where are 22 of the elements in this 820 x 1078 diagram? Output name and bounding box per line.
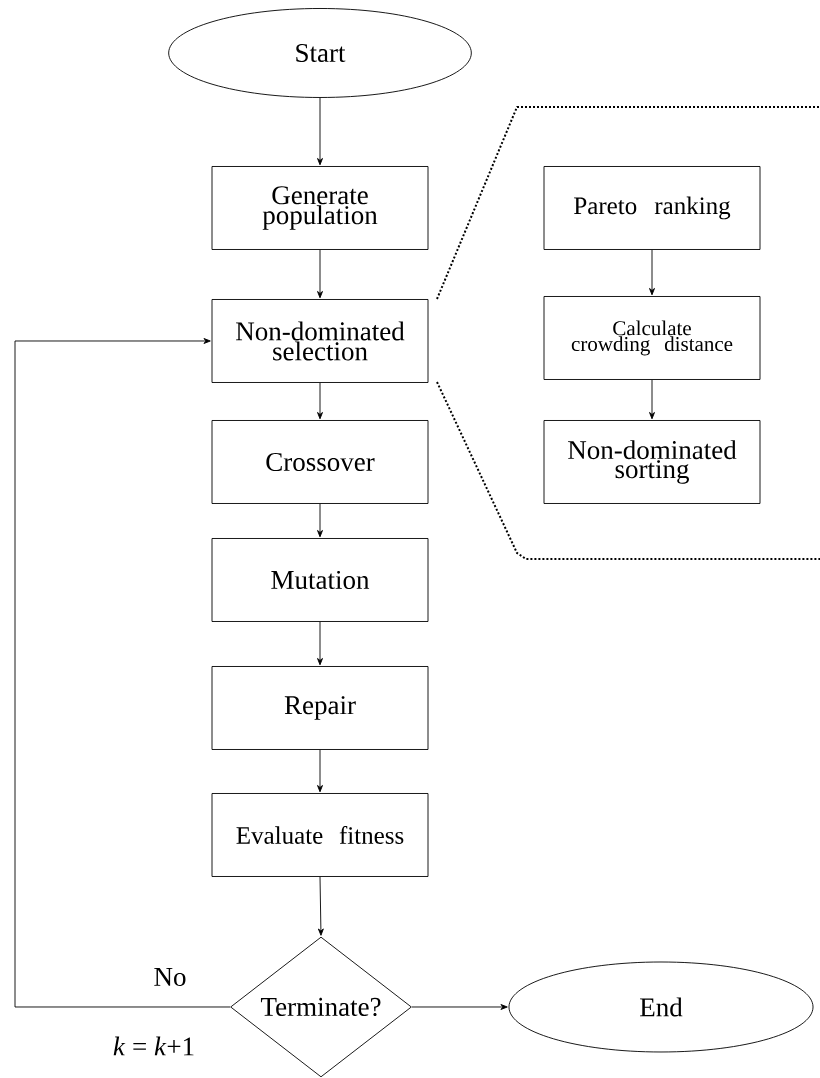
process-box: Crossover <box>211 420 429 504</box>
formula-label: k = k+1 <box>113 1036 194 1056</box>
arrow <box>649 379 655 420</box>
arrow <box>411 1004 508 1010</box>
process-box: Pareto ranking <box>543 166 761 250</box>
process-box: Non-dominated sorting <box>543 420 761 504</box>
arrow <box>317 621 323 666</box>
process-box: Generate population <box>211 166 429 250</box>
process-box: Repair <box>211 666 429 750</box>
arrow <box>317 249 323 299</box>
process-box: Calculate crowding distance <box>543 296 761 380</box>
edge-label: No <box>152 967 188 987</box>
arrow <box>14 338 231 1008</box>
arrow <box>317 382 323 420</box>
process-box: Evaluate fitness <box>211 793 429 877</box>
arrow <box>649 249 655 296</box>
arrow <box>317 97 323 166</box>
process-box: Mutation <box>211 538 429 622</box>
arrow <box>317 503 323 538</box>
arrow <box>317 876 324 936</box>
process-box: Non-dominated selection <box>211 299 429 383</box>
arrow <box>317 749 323 793</box>
